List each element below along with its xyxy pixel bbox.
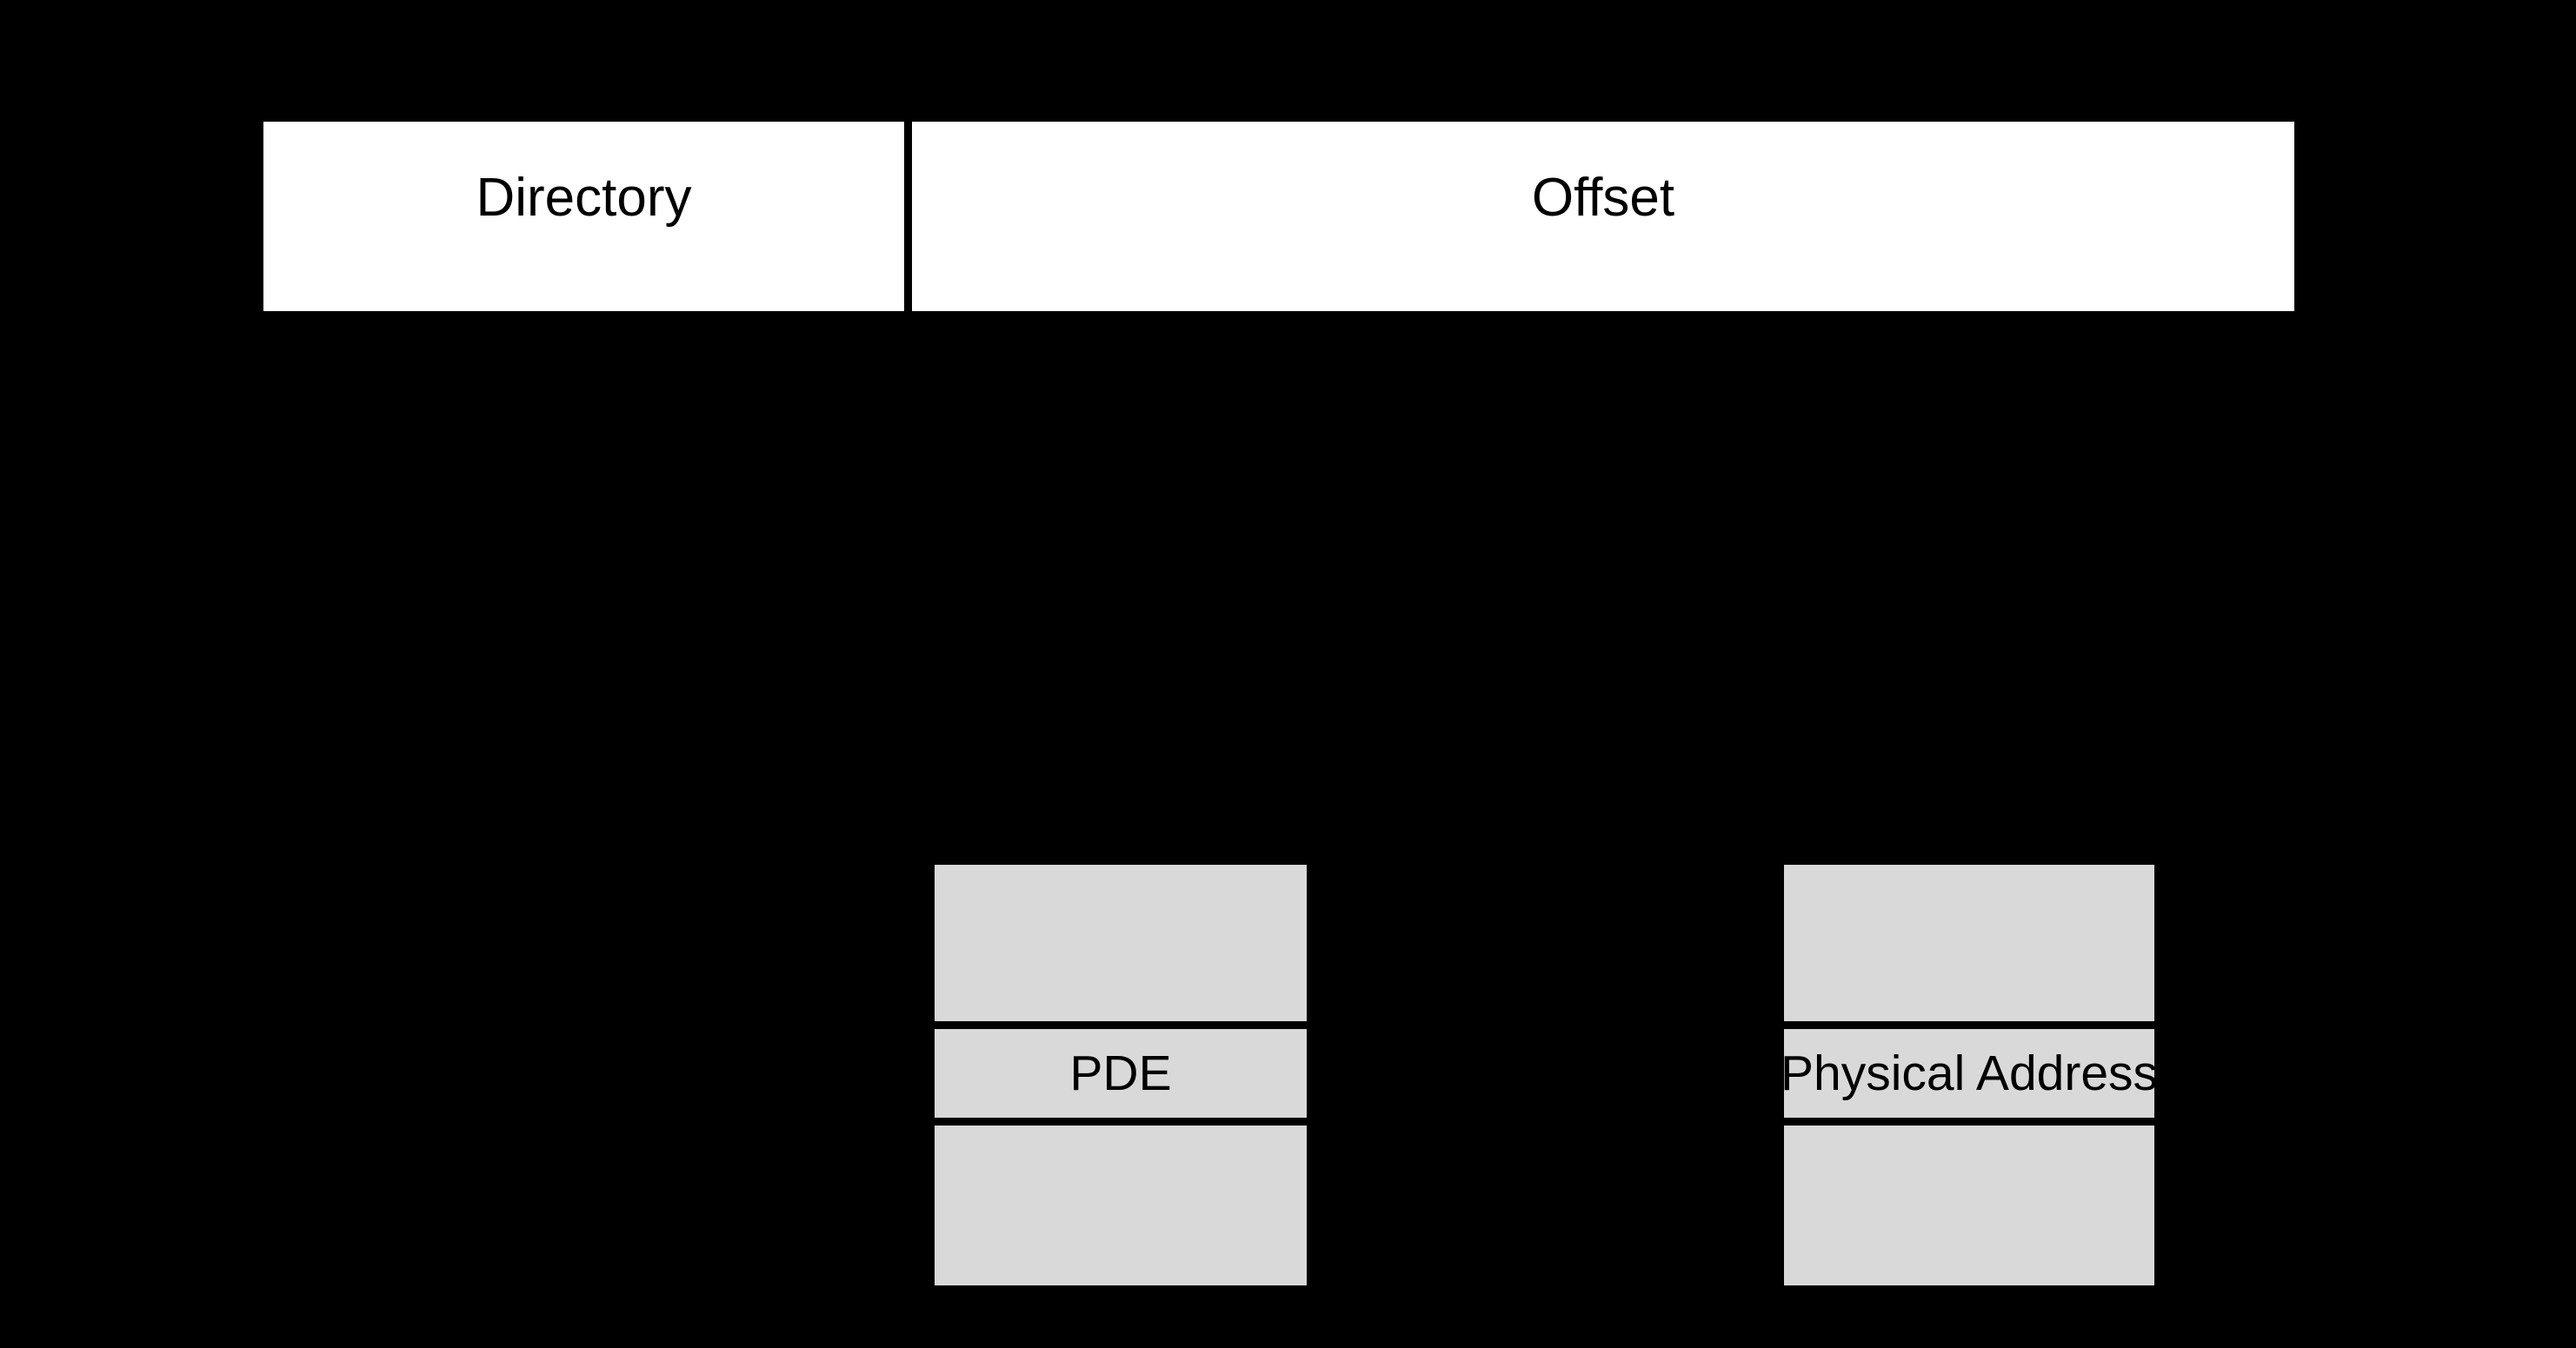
pde-table-row-bottom (935, 1126, 1307, 1285)
offset-field-box: Offset (912, 122, 2294, 311)
directory-field-label: Directory (476, 167, 692, 228)
physical-address-label: Physical Address (1780, 1046, 2159, 1101)
pde-table-row-entry: PDE (935, 1029, 1307, 1118)
physical-table-row-bottom (1784, 1126, 2154, 1285)
pde-entry-label: PDE (1069, 1046, 1172, 1101)
pde-table-row-top (935, 865, 1307, 1021)
directory-field-box: Directory (263, 122, 904, 311)
physical-table-row-top (1784, 865, 2154, 1021)
offset-field-label: Offset (1531, 167, 1675, 228)
physical-table-row-entry: Physical Address (1781, 1029, 2158, 1118)
